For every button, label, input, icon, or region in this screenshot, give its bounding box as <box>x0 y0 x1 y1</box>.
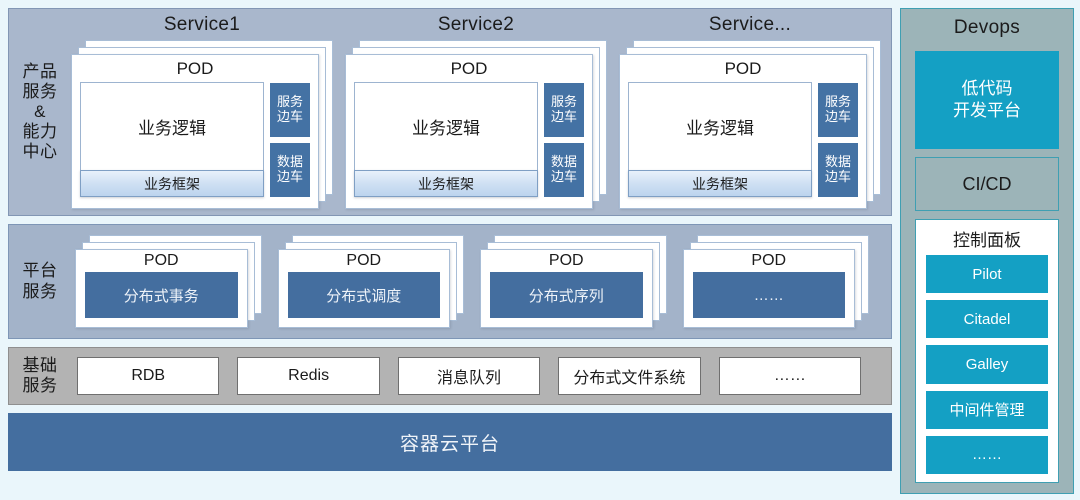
control-panel-item-citadel[interactable]: Citadel <box>926 300 1048 339</box>
business-logic-column: 业务逻辑 业务框架 <box>80 82 264 197</box>
infra-item-message-queue[interactable]: 消息队列 <box>397 357 541 395</box>
tier-infrastructure-services: 基础 服务 RDB Redis 消息队列 分布式文件系统 …… <box>8 347 892 405</box>
service-column-1[interactable]: Service1 POD 业务逻辑 业务框架 <box>71 11 333 209</box>
platform-pod-stack-4: POD …… <box>682 235 869 328</box>
business-framework-box: 业务框架 <box>80 170 264 197</box>
pod-inner: 业务逻辑 业务框架 服务 边车 数据 边车 <box>346 82 592 205</box>
container-cloud-platform-bar: 容器云平台 <box>8 413 892 471</box>
platform-pod-stack-1: POD 分布式事务 <box>75 235 262 328</box>
control-panel-item-galley[interactable]: Galley <box>926 345 1048 384</box>
service-sidecar-box: 服务 边车 <box>544 83 584 137</box>
pod-card-front[interactable]: POD 业务逻辑 业务框架 服务 边车 数据 边车 <box>71 54 319 209</box>
control-panel-list: Pilot Citadel Galley 中间件管理 …… <box>926 255 1048 475</box>
pod-title: POD <box>548 252 584 269</box>
pod-title: POD <box>346 252 382 269</box>
pod-card-front[interactable]: POD 业务逻辑 业务框架 服务 边车 数据 边车 <box>619 54 867 209</box>
sidecar-column: 服务 边车 数据 边车 <box>818 82 858 197</box>
control-panel-item-more[interactable]: …… <box>926 435 1048 475</box>
infra-item-rdb[interactable]: RDB <box>77 357 220 395</box>
platform-pod-stack-3: POD 分布式序列 <box>480 235 667 328</box>
business-framework-box: 业务框架 <box>628 170 812 197</box>
pod-stack: POD 业务逻辑 业务框架 服务 边车 数据 边车 <box>345 40 607 209</box>
platform-pod-stack-2: POD 分布式调度 <box>277 235 464 328</box>
devops-panel: Devops 低代码 开发平台 CI/CD 控制面板 Pilot Citadel… <box>900 8 1074 494</box>
tier-infrastructure-services-body: RDB Redis 消息队列 分布式文件系统 …… <box>71 348 891 404</box>
tier-label-infrastructure-services: 基础 服务 <box>22 355 58 395</box>
pod-title: POD <box>176 59 214 78</box>
control-panel: 控制面板 Pilot Citadel Galley 中间件管理 …… <box>915 219 1059 483</box>
stack-column: 产品 服务 & 能力 中心 Service1 POD 业务逻辑 业务框架 <box>8 8 892 494</box>
tier-label-product-services: 产品 服务 & 能力 中心 <box>22 61 58 162</box>
pod-card-front[interactable]: POD …… <box>682 249 855 328</box>
pod-title: POD <box>143 252 179 269</box>
control-panel-title: 控制面板 <box>953 231 1021 250</box>
pod-card-front[interactable]: POD 分布式事务 <box>75 249 248 328</box>
tier-product-services: 产品 服务 & 能力 中心 Service1 POD 业务逻辑 业务框架 <box>8 8 892 216</box>
platform-service-label: 分布式序列 <box>490 272 643 318</box>
lowcode-platform-box[interactable]: 低代码 开发平台 <box>915 51 1059 149</box>
tier-platform-services-body: POD 分布式事务 POD 分布式调度 POD <box>71 225 891 338</box>
data-sidecar-box: 数据 边车 <box>270 143 310 197</box>
infra-item-distributed-file-system[interactable]: 分布式文件系统 <box>558 357 701 395</box>
devops-title: Devops <box>953 17 1021 38</box>
business-logic-column: 业务逻辑 业务框架 <box>628 82 812 197</box>
sidecar-column: 服务 边车 数据 边车 <box>270 82 310 197</box>
pod-card-front[interactable]: POD 分布式调度 <box>277 249 450 328</box>
business-logic-box: 业务逻辑 <box>80 82 264 170</box>
data-sidecar-box: 数据 边车 <box>544 143 584 197</box>
business-framework-box: 业务框架 <box>354 170 538 197</box>
pod-title: POD <box>724 59 762 78</box>
tier-platform-services: 平台 服务 POD 分布式事务 POD 分布式调度 <box>8 224 892 339</box>
pod-title: POD <box>751 252 787 269</box>
pod-inner: 业务逻辑 业务框架 服务 边车 数据 边车 <box>620 82 866 205</box>
service-sidecar-box: 服务 边车 <box>270 83 310 137</box>
platform-service-label: 分布式调度 <box>287 272 440 318</box>
service-title: Service... <box>708 14 792 35</box>
platform-service-label: …… <box>692 272 845 318</box>
control-panel-item-pilot[interactable]: Pilot <box>926 255 1048 294</box>
pod-card-front[interactable]: POD 业务逻辑 业务框架 服务 边车 数据 边车 <box>345 54 593 209</box>
business-logic-box: 业务逻辑 <box>628 82 812 170</box>
service-sidecar-box: 服务 边车 <box>818 83 858 137</box>
sidecar-column: 服务 边车 数据 边车 <box>544 82 584 197</box>
platform-service-label: 分布式事务 <box>85 272 238 318</box>
service-column-2[interactable]: Service2 POD 业务逻辑 业务框架 <box>345 11 607 209</box>
infra-item-redis[interactable]: Redis <box>237 357 380 395</box>
tier-product-services-body: Service1 POD 业务逻辑 业务框架 <box>71 9 891 215</box>
pod-stack: POD 业务逻辑 业务框架 服务 边车 数据 边车 <box>71 40 333 209</box>
pod-card-front[interactable]: POD 分布式序列 <box>480 249 653 328</box>
pod-inner: 业务逻辑 业务框架 服务 边车 数据 边车 <box>72 82 318 205</box>
business-logic-box: 业务逻辑 <box>354 82 538 170</box>
data-sidecar-box: 数据 边车 <box>818 143 858 197</box>
tier-label-platform-services: 平台 服务 <box>22 261 58 301</box>
pod-title: POD <box>450 59 488 78</box>
service-title: Service2 <box>437 14 515 35</box>
pod-stack: POD 业务逻辑 业务框架 服务 边车 数据 边车 <box>619 40 881 209</box>
service-title: Service1 <box>163 14 241 35</box>
cicd-box[interactable]: CI/CD <box>915 157 1059 211</box>
business-logic-column: 业务逻辑 业务框架 <box>354 82 538 197</box>
control-panel-item-middleware-management[interactable]: 中间件管理 <box>926 390 1048 429</box>
service-column-3[interactable]: Service... POD 业务逻辑 业务框架 <box>619 11 881 209</box>
infra-item-more[interactable]: …… <box>718 357 862 395</box>
